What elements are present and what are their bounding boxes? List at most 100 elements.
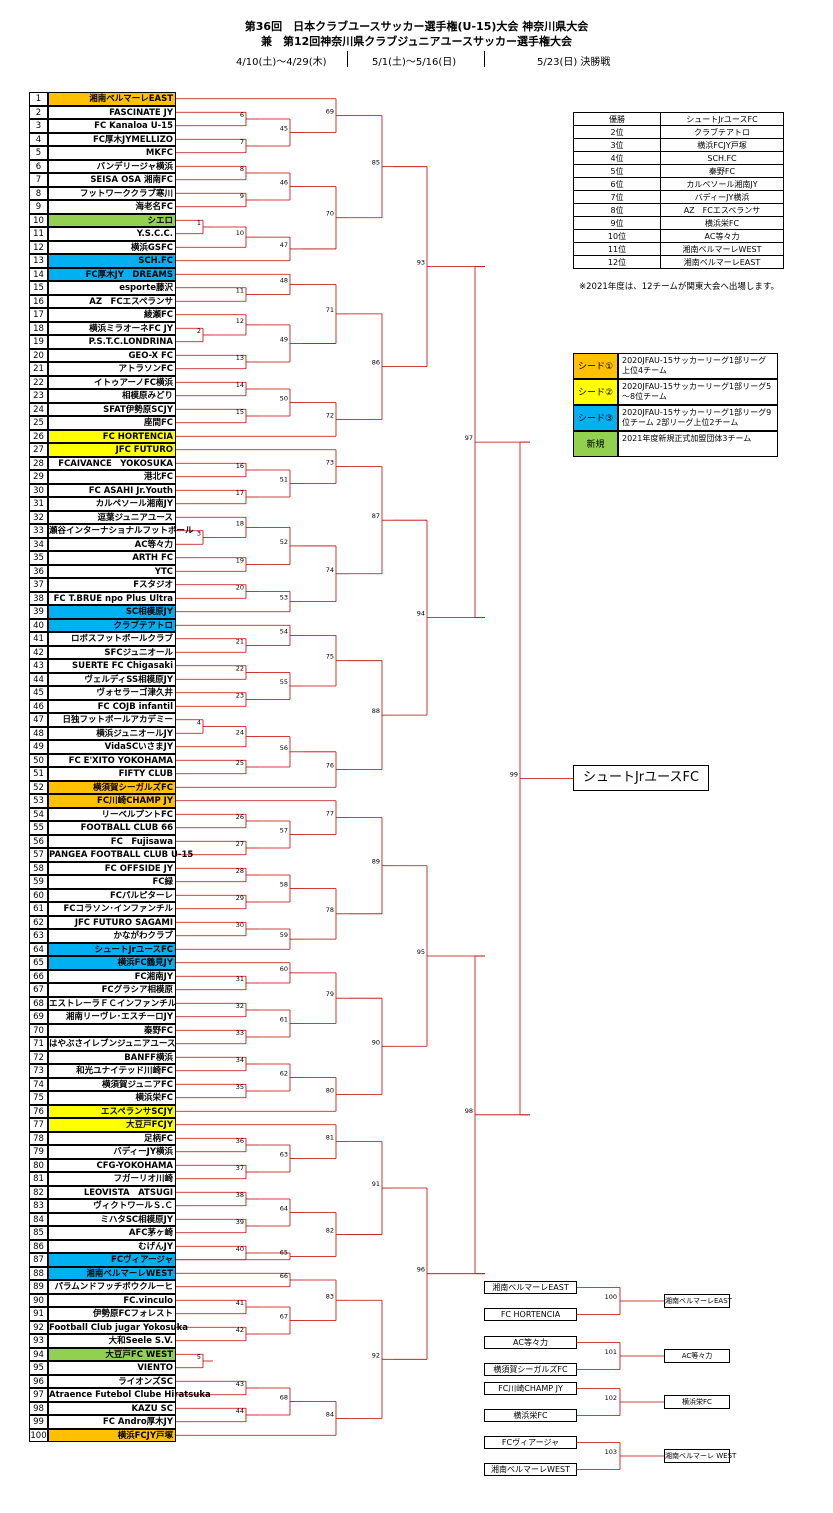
team-seed-number: 59 [29,875,48,889]
match-number: 26 [236,813,244,821]
match-number: 52 [280,538,288,546]
team-seed-number: 75 [29,1091,48,1105]
team-seed-number: 14 [29,267,48,281]
result-row: 9位横浜栄FC [573,216,784,230]
date-divider [347,51,348,67]
legend-text: 2020JFAU-15サッカーリーグ1部リーグ9位チーム 2部リーグ上位2チーム [618,405,778,431]
team-seed-number: 61 [29,902,48,916]
team-name: カルペソール湘南JY [48,497,176,511]
match-number: 34 [236,1056,244,1064]
legend-text: 2021年度新規正式加盟団体3チーム [618,431,778,457]
team-name: エスペランサSCJY [48,1104,176,1118]
match-number: 10 [236,229,244,237]
legend-text: 2020JFAU-15サッカーリーグ1部リーグ5～8位チーム [618,379,778,405]
team-seed-number: 87 [29,1253,48,1267]
team-seed-number: 67 [29,983,48,997]
team-seed-number: 71 [29,1037,48,1051]
result-row: 7位バディーJY横浜 [573,190,784,204]
team-name: 横浜GSFC [48,240,176,254]
playoff-team: AC等々力 [484,1336,577,1349]
match-number: 57 [280,827,288,835]
team-seed-number: 35 [29,551,48,565]
team-seed-number: 70 [29,1023,48,1037]
match-number: 11 [236,287,244,295]
team-seed-number: 5 [29,146,48,160]
team-name: P.S.T.C.LONDRINA [48,335,176,349]
team-seed-number: 3 [29,119,48,133]
match-number: 50 [280,395,288,403]
result-team: 湘南ベルマーレEAST [660,255,784,269]
match-number: 39 [236,1218,244,1226]
team-seed-number: 77 [29,1118,48,1132]
result-row: 5位秦野FC [573,164,784,178]
team-name: AZ FCエスペランサ [48,294,176,308]
team-seed-number: 49 [29,740,48,754]
team-seed-number: 21 [29,362,48,376]
team-seed-number: 1 [29,92,48,106]
team-name: FC川崎CHAMP JY [48,794,176,808]
result-place: 8位 [573,203,661,217]
match-number: 91 [372,1180,380,1188]
match-number: 27 [236,840,244,848]
match-number: 35 [236,1083,244,1091]
team-name: アトラソンFC [48,362,176,376]
match-number: 70 [326,210,334,218]
team-seed-number: 96 [29,1374,48,1388]
match-number: 100 [605,1293,617,1301]
playoff-winner: 湘南ベルマーレ WEST [664,1449,736,1463]
team-name: かながわクラブ [48,929,176,943]
legend-key: シード③ [573,405,618,431]
match-number: 74 [326,566,334,574]
team-name: 湘南ベルマーレWEST [48,1266,176,1280]
match-number: 17 [236,489,244,497]
team-seed-number: 52 [29,780,48,794]
team-name: FC湘南JY [48,969,176,983]
team-name: 大豆戸FCJY [48,1118,176,1132]
team-name: 綾瀬FC [48,308,176,322]
result-row: 6位カルペソール湘南JY [573,177,784,191]
result-team: シュートJrユースFC [660,112,784,126]
team-name: 相模原みどり [48,389,176,403]
team-seed-number: 88 [29,1266,48,1280]
team-name: LEOVISTA ATSUGI [48,1185,176,1199]
result-place: 11位 [573,242,661,256]
team-seed-number: 34 [29,537,48,551]
match-number: 33 [236,1029,244,1037]
match-number: 47 [280,241,288,249]
playoff-winner: 横浜栄FC [664,1395,730,1409]
team-seed-number: 91 [29,1307,48,1321]
team-seed-number: 36 [29,564,48,578]
team-name: GEO-X FC [48,348,176,362]
team-name: FCグラシア相模原 [48,983,176,997]
result-team: クラブテアトロ [660,125,784,139]
team-name: シュートJrユースFC [48,942,176,956]
team-name: ロボスフットボールクラブ [48,632,176,646]
result-team: 横浜栄FC [660,216,784,230]
match-number: 37 [236,1164,244,1172]
team-seed-number: 33 [29,524,48,538]
